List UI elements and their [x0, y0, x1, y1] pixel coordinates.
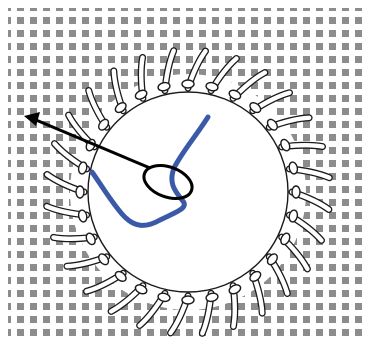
stitch-knot — [181, 295, 195, 305]
stitch-knot — [181, 79, 195, 89]
stitch-knot — [157, 292, 171, 303]
stitch-knot — [280, 232, 291, 246]
warp-thread — [11, 8, 17, 338]
stitch-knot — [266, 253, 278, 266]
stitch-knot — [85, 232, 96, 246]
stitch-knot — [288, 161, 299, 175]
stitch-knot — [98, 118, 110, 131]
stitch-knot — [249, 270, 262, 282]
warp-thread — [336, 8, 342, 338]
stitch-knot — [98, 253, 110, 266]
warp-thread — [362, 8, 364, 338]
warp-thread — [24, 8, 30, 338]
stitch-knot — [266, 118, 278, 131]
needle-shaft — [35, 118, 151, 170]
stitch-knot — [114, 102, 127, 114]
stitch-knot — [134, 284, 148, 295]
warp-thread — [63, 8, 69, 338]
stitch-knot — [75, 185, 85, 199]
needle — [24, 112, 194, 200]
arrow-left-icon — [24, 112, 40, 126]
stitch-knot — [228, 89, 242, 100]
working-thread — [89, 114, 211, 228]
center-opening — [87, 91, 289, 293]
stitch-knot — [205, 81, 219, 92]
stitch-knot — [288, 209, 299, 223]
stitch-knot — [77, 209, 88, 223]
warp-thread — [50, 8, 56, 338]
warp-thread — [349, 8, 355, 338]
stitch-knot — [205, 292, 219, 303]
stitch-knot — [77, 161, 88, 175]
stitch-knot — [280, 138, 291, 152]
stitch-knot — [134, 89, 148, 100]
loop-icon — [142, 164, 194, 200]
stitch-knot — [228, 284, 242, 295]
stitch-knot — [157, 81, 171, 92]
warp-thread — [37, 8, 43, 338]
stitch-knot — [249, 102, 262, 114]
stitch-knot — [291, 185, 301, 199]
blue-thread-path — [89, 114, 211, 228]
stitch-knot — [114, 270, 127, 282]
